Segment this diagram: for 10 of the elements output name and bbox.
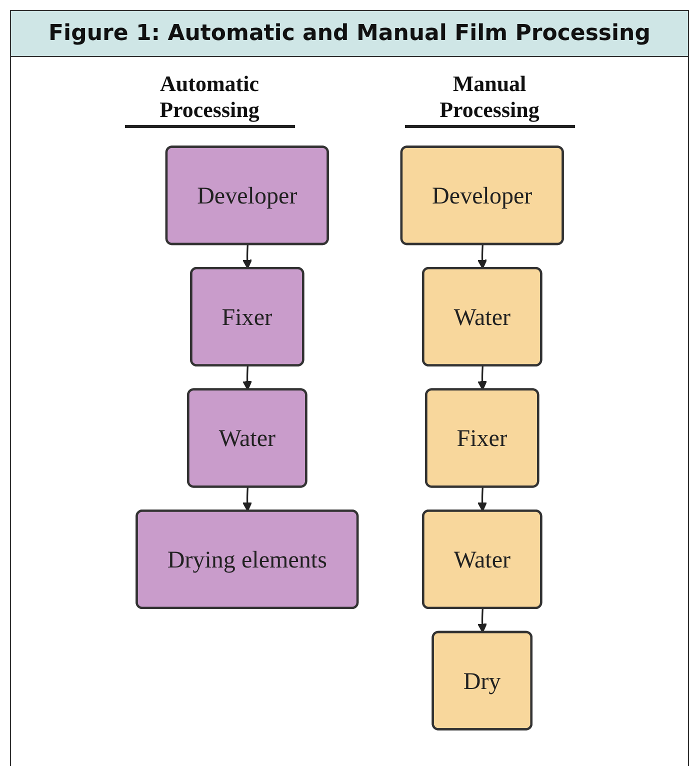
column-heading: Automatic Processing <box>124 71 294 128</box>
arrow <box>477 366 487 390</box>
arrow <box>242 487 252 512</box>
arrow <box>477 487 487 512</box>
arrow <box>477 608 487 633</box>
column-heading: Manual Processing <box>404 71 574 128</box>
arrow <box>242 366 252 390</box>
figure-title: Figure 1: Automatic and Manual Film Processing <box>11 11 688 57</box>
arrow <box>477 244 487 270</box>
arrow <box>242 244 252 270</box>
